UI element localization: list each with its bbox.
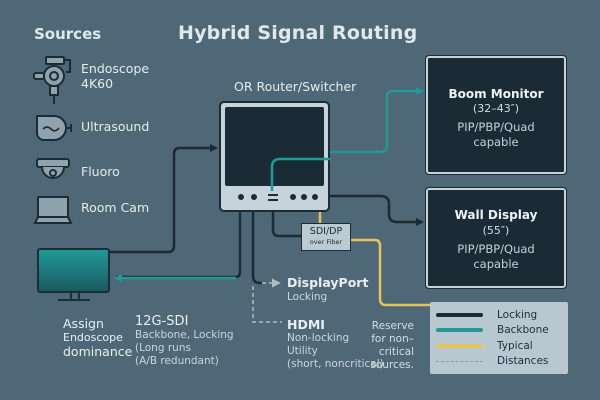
reserve-note: Reserve for non– critical sources. [364, 320, 414, 372]
monitor-base [58, 299, 90, 301]
display-size: (32–43″) [472, 102, 520, 115]
display-size: (55″) [482, 224, 510, 237]
source-label: Ultrasound [81, 119, 150, 134]
router-indicator [301, 194, 307, 200]
converter-sublabel: over Fiber [309, 238, 343, 246]
converter-label: SDI/DP [309, 226, 343, 237]
display-capability: PIP/PBP/Quad [457, 242, 535, 256]
console-label-line: Endoscope [63, 331, 123, 344]
sdi-detail: (Long runs [135, 342, 191, 354]
source-ultrasound[interactable]: Ultrasound [32, 112, 172, 142]
legend-item-backbone: Backbone [436, 323, 562, 339]
router-slot [268, 194, 278, 196]
legend-swatch [436, 360, 483, 362]
router-slot [268, 199, 278, 201]
legend-swatch [436, 343, 483, 348]
legend-label: Distances [497, 355, 549, 368]
console-monitor[interactable] [37, 248, 110, 293]
source-sublabel: 4K60 [81, 76, 114, 91]
laptop-icon [33, 196, 73, 224]
hdmi-detail: (short, noncritical) [287, 358, 384, 370]
reserve-note-line: Reserve [371, 320, 414, 332]
legend-label: Typical [497, 339, 533, 352]
reserve-note-line: sources. [370, 359, 414, 371]
sdi-title: 12G-SDI [135, 314, 189, 329]
router-indicator [290, 194, 296, 200]
diagram-title: Hybrid Signal Routing [178, 22, 418, 44]
legend-item-typical: Typical [436, 338, 562, 354]
endoscope-camera-icon [33, 56, 71, 104]
or-router-switcher[interactable] [219, 101, 330, 212]
legend: Locking Backbone Typical Distances [430, 302, 568, 374]
console-label: Assign Endoscope dominance [63, 317, 132, 359]
hdmi-detail: Non-locking [287, 332, 350, 344]
console-label-line: dominance [63, 344, 133, 359]
source-room-cam[interactable]: Room Cam [32, 194, 172, 226]
source-endoscope[interactable]: Endoscope 4K60 [32, 54, 172, 108]
boom-monitor[interactable]: Boom Monitor (32–43″) PIP/PBP/Quad capab… [425, 55, 567, 175]
sdi-detail: (A/B redundant) [135, 355, 219, 367]
sdi-dp-fiber-converter[interactable]: SDI/DP over Fiber [301, 223, 351, 251]
legend-swatch [436, 328, 483, 333]
wire-console-to-router [110, 144, 218, 254]
hdmi-title: HDMI [287, 317, 325, 332]
wire-fiber-typical [351, 238, 432, 307]
sources-heading: Sources [34, 25, 102, 43]
ultrasound-probe-icon [36, 115, 72, 141]
source-label: Room Cam [81, 200, 150, 215]
legend-item-distances: Distances [436, 354, 562, 370]
router-port[interactable] [238, 194, 244, 200]
legend-swatch [436, 312, 483, 317]
wire-router-to-displayport [251, 194, 262, 285]
source-label: Endoscope [81, 61, 150, 76]
router-label: OR Router/Switcher [234, 79, 357, 94]
router-backbone-overlay [270, 157, 330, 191]
monitor-stand [70, 293, 80, 300]
sdi-detail: Backbone, Locking [135, 329, 234, 341]
display-capability: PIP/PBP/Quad [457, 120, 535, 134]
source-fluoro[interactable]: Fluoro [32, 155, 172, 185]
legend-item-locking: Locking [436, 307, 562, 323]
router-port[interactable] [251, 194, 257, 200]
hdmi-detail: Utility [287, 345, 318, 357]
wire-router-to-wall [330, 194, 424, 226]
display-capability-sub: capable [473, 135, 519, 149]
display-name: Boom Monitor [448, 87, 544, 101]
display-name: Wall Display [454, 208, 538, 222]
displayport-detail: Locking [287, 291, 328, 303]
displayport-title: DisplayPort [287, 275, 369, 290]
dashed-hdmi [252, 286, 282, 323]
reserve-note-line: for non– [371, 333, 414, 345]
display-capability-sub: capable [473, 257, 519, 271]
wire-router-to-fiber [271, 212, 301, 238]
console-label-line: Assign [63, 316, 104, 331]
legend-label: Backbone [497, 324, 549, 337]
displayport-link-note: DisplayPort Locking [287, 275, 368, 304]
reserve-note-line: critical [378, 346, 414, 358]
dome-camera-icon [36, 158, 70, 179]
source-label: Fluoro [81, 164, 120, 179]
router-indicator [312, 194, 318, 200]
hdmi-link-note: HDMI Non-locking Utility (short, noncrit… [287, 317, 384, 371]
sdi-link-note: 12G-SDI Backbone, Locking (Long runs (A/… [135, 314, 234, 368]
legend-label: Locking [497, 308, 538, 321]
wall-display[interactable]: Wall Display (55″) PIP/PBP/Quad capable [425, 187, 567, 289]
router-screen [225, 107, 324, 186]
